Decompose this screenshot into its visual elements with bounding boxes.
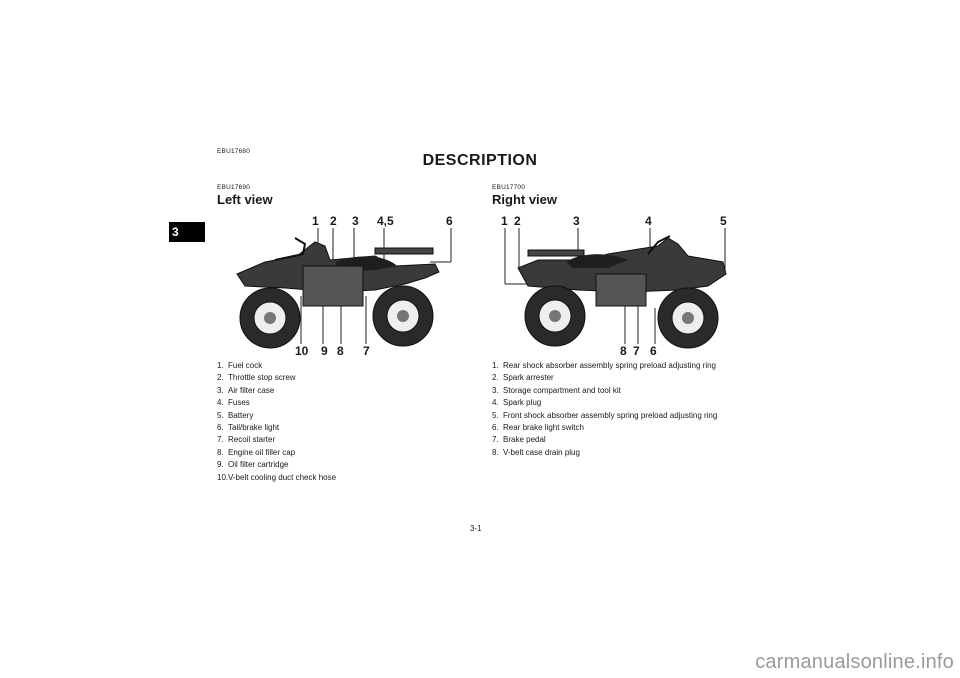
list-item: 2. Spark arrester: [492, 372, 742, 384]
list-item: 6. Tail/brake light: [217, 422, 457, 434]
left-callout-9: 9: [321, 344, 328, 358]
list-item-text: Storage compartment and tool kit: [503, 385, 621, 395]
list-item-number: 4.: [217, 398, 224, 408]
list-item-text: Spark plug: [503, 398, 542, 408]
left-callout-4-5: 4,5: [377, 214, 394, 228]
list-item-number: 6.: [492, 423, 499, 433]
right-callout-5: 5: [720, 214, 727, 228]
list-item-text: Engine oil filler cap: [228, 447, 296, 457]
page-number: 3-1: [470, 524, 482, 533]
list-item: 4. Fuses: [217, 397, 457, 409]
chapter-tab: 3: [169, 222, 205, 242]
list-item-text: Recoil starter: [228, 435, 276, 445]
list-item-number: 4.: [492, 398, 499, 408]
list-item-number: 5.: [492, 410, 499, 420]
list-item: 1. Fuel cock: [217, 360, 457, 372]
list-item-text: Rear shock absorber assembly spring prel…: [503, 361, 716, 370]
right-view-parts-list: 1. Rear shock absorber assembly spring pr…: [492, 360, 742, 459]
right-callout-1: 1: [501, 214, 508, 228]
list-item: 7. Brake pedal: [492, 434, 742, 446]
atv-left-view-illustration: [236, 228, 452, 349]
list-item: 8. V-belt case drain plug: [492, 447, 742, 459]
list-item: 1. Rear shock absorber assembly spring pr…: [492, 360, 742, 372]
right-callout-8: 8: [620, 344, 627, 358]
list-item-number: 9.: [217, 460, 224, 470]
left-view-parts-list: 1. Fuel cock 2. Throttle stop screw 3. Air …: [217, 360, 457, 484]
list-item: 2. Throttle stop screw: [217, 372, 457, 384]
list-item-number: 2.: [492, 373, 499, 383]
list-item-number: 7.: [217, 435, 224, 445]
right-view-code: EBU17700: [492, 184, 526, 191]
list-item: 4. Spark plug: [492, 397, 742, 409]
list-item-number: 5.: [217, 410, 224, 420]
right-view-title: Right view: [492, 192, 558, 207]
list-item: 8. Engine oil filler cap: [217, 447, 457, 459]
list-item-text: Oil filter cartridge: [228, 460, 289, 470]
list-item-text: Brake pedal: [503, 435, 546, 445]
page-title: DESCRIPTION: [422, 152, 538, 169]
list-item-number: 8.: [492, 447, 499, 457]
list-item: 10.V-belt cooling duct check hose: [217, 472, 457, 484]
list-item: 5. Front shock absorber assembly spring p…: [492, 410, 742, 422]
list-item: 3. Storage compartment and tool kit: [492, 385, 742, 397]
list-item-text: V-belt cooling duct check hose: [228, 472, 337, 482]
left-view-code: EBU17690: [217, 184, 251, 191]
list-item-text: Rear brake light switch: [503, 423, 584, 433]
right-callout-6: 6: [650, 344, 657, 358]
list-item: 6. Rear brake light switch: [492, 422, 742, 434]
atv-right-view-illustration: [504, 228, 727, 349]
list-item-text: Fuses: [228, 398, 250, 408]
left-callout-7: 7: [363, 344, 370, 358]
list-item-number: 3.: [492, 385, 499, 395]
list-item-number: 8.: [217, 447, 224, 457]
list-item-number: 1.: [217, 361, 224, 370]
list-item-number: 6.: [217, 423, 224, 433]
list-item-text: Tail/brake light: [228, 423, 280, 433]
list-item-text: Battery: [228, 410, 254, 420]
list-item-number: 3.: [217, 385, 224, 395]
list-item: 5. Battery: [217, 410, 457, 422]
right-callout-3: 3: [573, 214, 580, 228]
doc-code: EBU17680: [217, 148, 251, 155]
left-callout-10: 10: [295, 344, 309, 358]
list-item-text: Spark arrester: [503, 373, 554, 383]
list-item: 7. Recoil starter: [217, 434, 457, 446]
list-item-text: V-belt case drain plug: [503, 447, 580, 457]
list-item-text: Throttle stop screw: [228, 373, 296, 383]
list-item: 9. Oil filter cartridge: [217, 459, 457, 471]
left-callout-8: 8: [337, 344, 344, 358]
right-callout-2: 2: [514, 214, 521, 228]
left-callout-6: 6: [446, 214, 453, 228]
list-item-number: 7.: [492, 435, 499, 445]
right-callout-4: 4: [645, 214, 652, 228]
left-view-title: Left view: [217, 192, 273, 207]
list-item-number: 10.: [217, 472, 229, 482]
list-item-text: Air filter case: [228, 385, 275, 395]
right-callout-7: 7: [633, 344, 640, 358]
left-callout-2: 2: [330, 214, 337, 228]
left-callout-1: 1: [312, 214, 319, 228]
left-callout-3: 3: [352, 214, 359, 228]
footer-watermark[interactable]: carmanualsonline.info: [755, 651, 954, 673]
list-item-number: 1.: [492, 361, 499, 370]
list-item-text: Front shock absorber assembly spring pre…: [503, 410, 718, 420]
list-item-text: Fuel cock: [228, 361, 263, 370]
list-item-number: 2.: [217, 373, 224, 383]
list-item: 3. Air filter case: [217, 385, 457, 397]
